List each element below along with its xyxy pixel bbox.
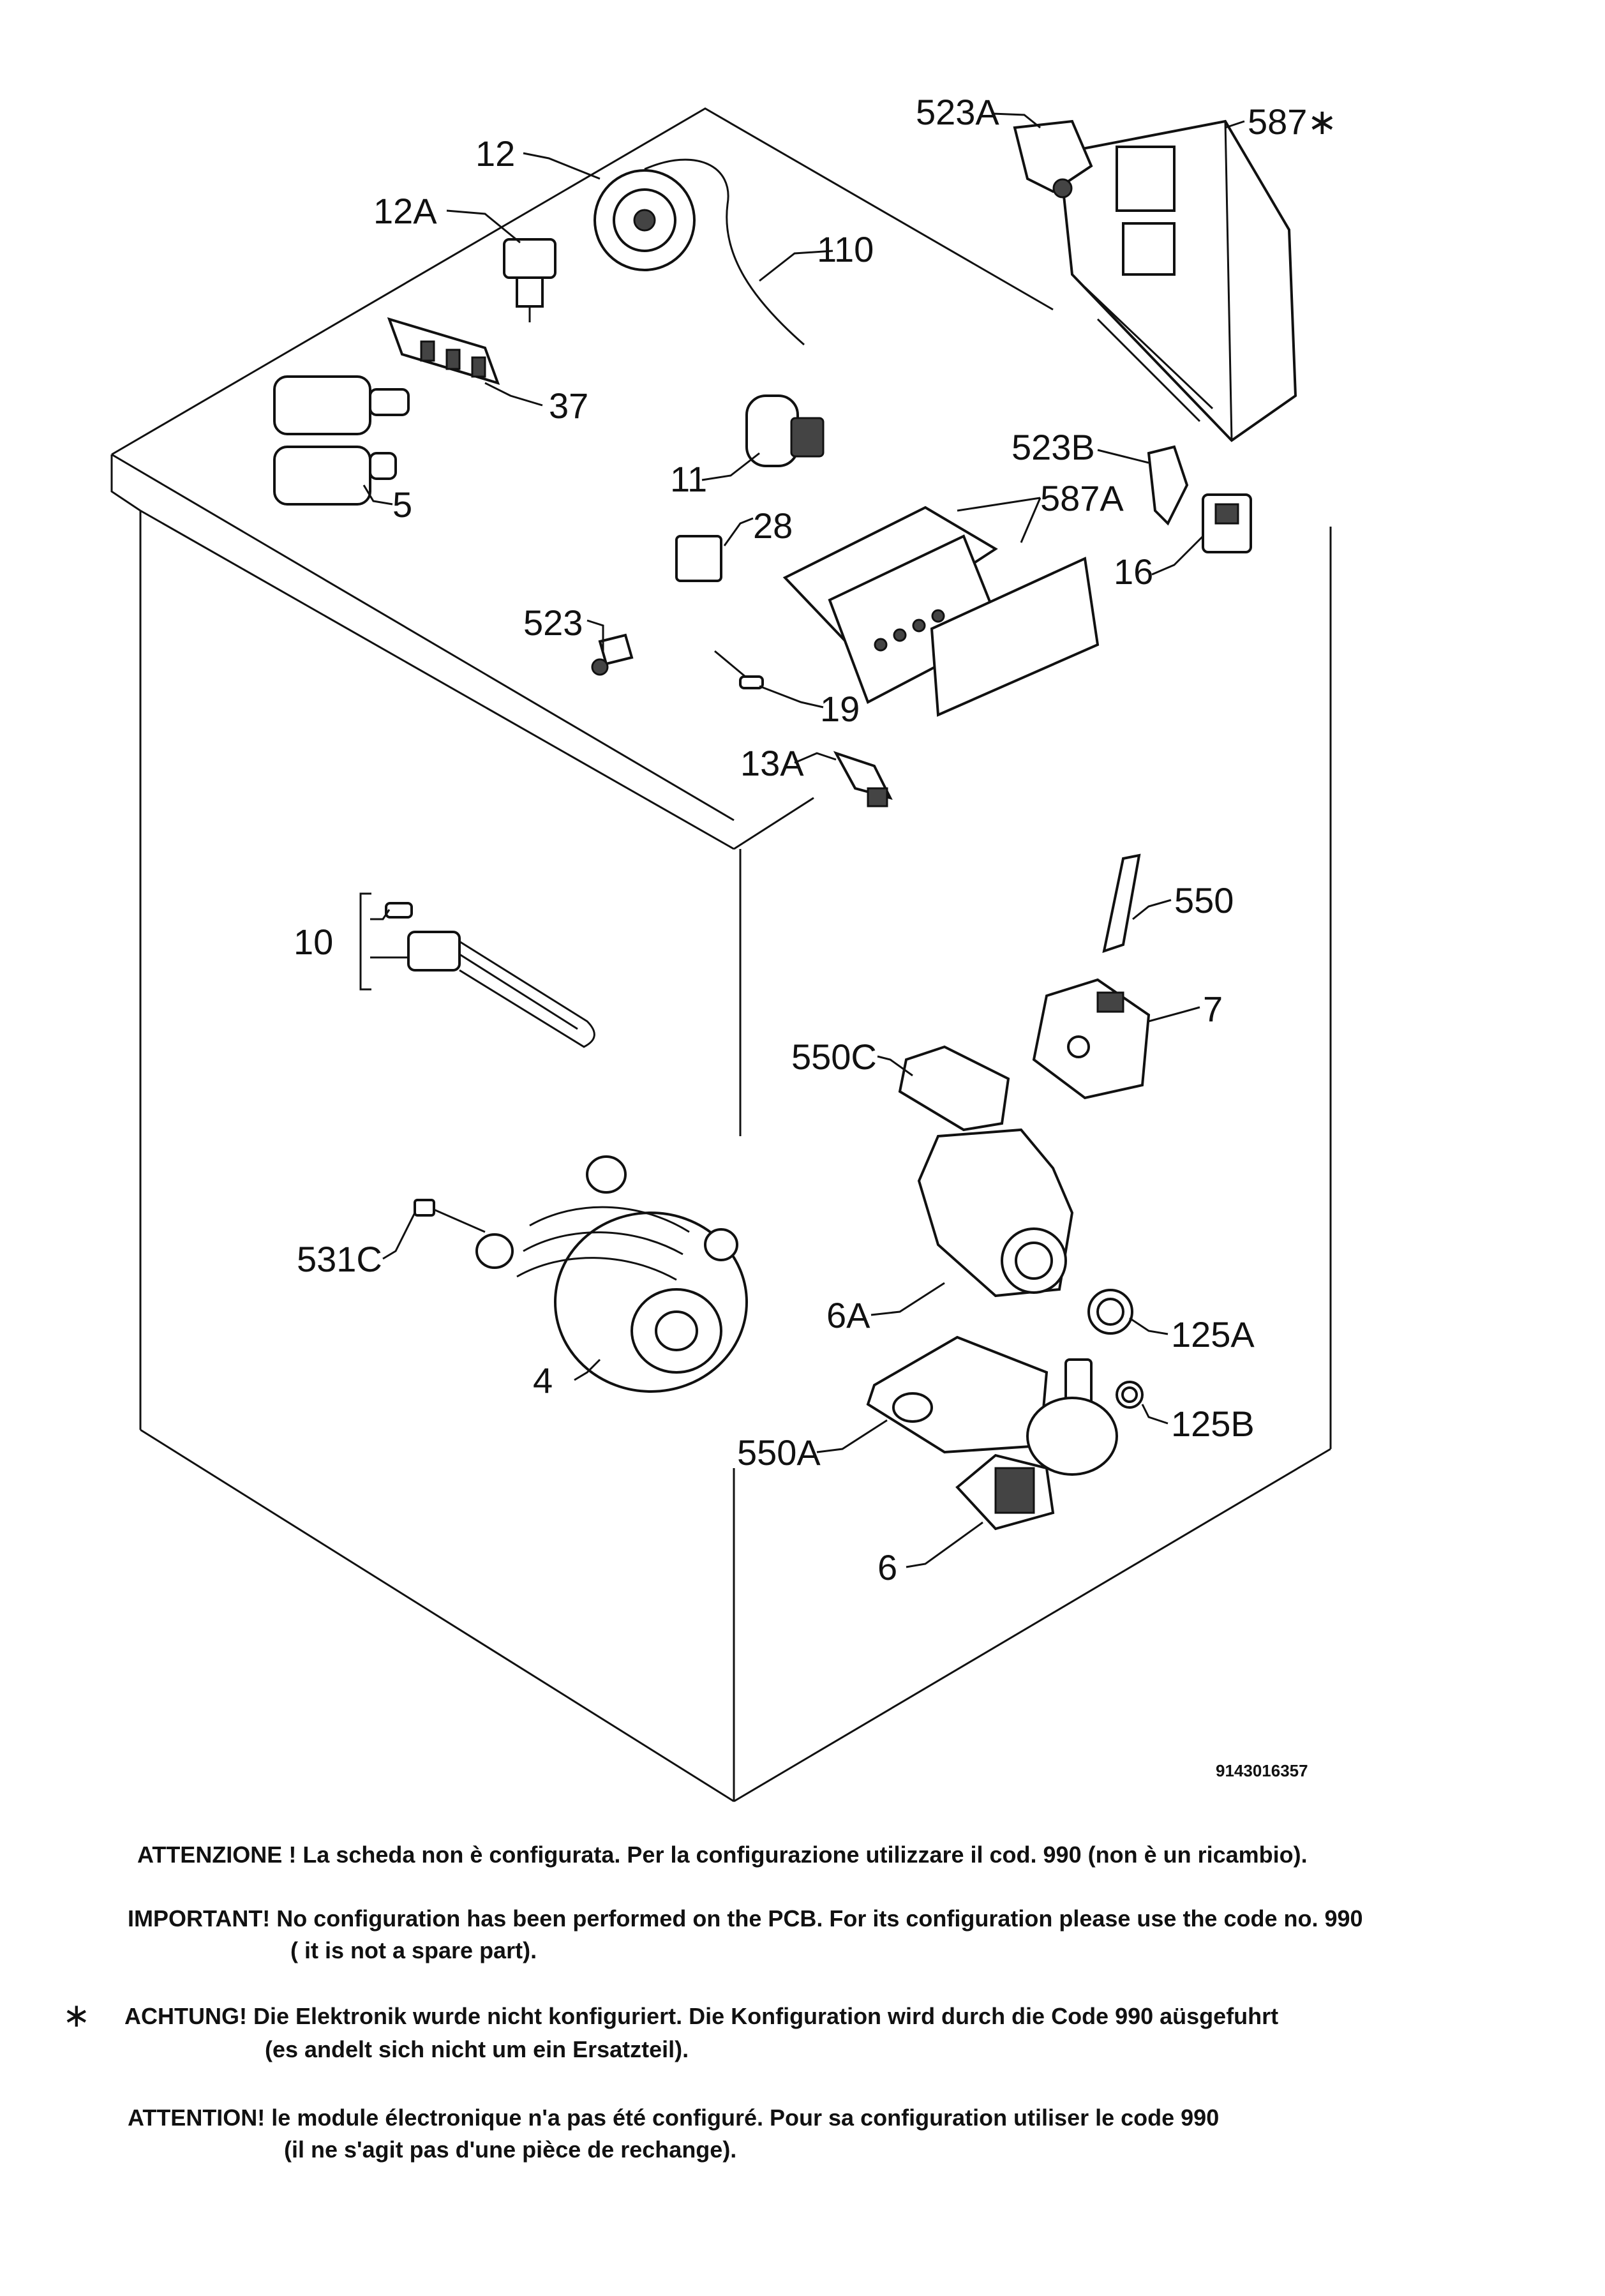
drawing-code: 9143016357 — [1216, 1761, 1308, 1780]
label-4: 4 — [533, 1360, 553, 1400]
note-french-line-2: (il ne s'agit pas d'une pièce de rechang… — [284, 2136, 737, 2163]
label-550: 550 — [1174, 880, 1234, 920]
label-16: 16 — [1114, 551, 1153, 592]
label-550c: 550C — [791, 1037, 877, 1077]
sensor-probe-part — [714, 650, 764, 689]
label-6a: 6A — [826, 1295, 870, 1335]
label-6: 6 — [877, 1547, 897, 1587]
label-523: 523 — [523, 603, 583, 643]
terminal-block-part — [833, 751, 893, 807]
screw-part — [414, 1199, 486, 1233]
leader-lines — [359, 112, 1245, 1568]
label-28: 28 — [753, 506, 793, 546]
label-125b: 125B — [1171, 1404, 1255, 1444]
label-12: 12 — [475, 133, 515, 174]
label-550a: 550A — [737, 1432, 821, 1473]
label-523a: 523A — [916, 92, 999, 132]
inlet-valve-part — [273, 375, 410, 506]
seal-ring-b-part — [1116, 1381, 1144, 1409]
control-panel-part — [782, 506, 1100, 717]
label-587: 587∗ — [1248, 101, 1337, 142]
clip-part — [591, 633, 634, 676]
label-110: 110 — [817, 229, 874, 269]
note-english-line-1: IMPORTANT! No configuration has been per… — [128, 1905, 1363, 1932]
seal-ring-a-part — [1087, 1289, 1133, 1335]
suspension-unit-part — [1032, 853, 1151, 1100]
filter-cover-part — [898, 1045, 1010, 1132]
bracket-part — [675, 535, 722, 582]
cabinet-outline — [110, 107, 1332, 1803]
label-37: 37 — [549, 386, 588, 426]
label-13a: 13A — [740, 743, 804, 783]
note-english-line-2: ( it is not a spare part). — [290, 1937, 537, 1963]
label-5: 5 — [392, 484, 412, 525]
asterisk-marker: ∗ — [63, 1997, 91, 2034]
note-german-line-1: ACHTUNG! Die Elektronik wurde nicht konf… — [124, 2003, 1279, 2029]
capacitor-part — [745, 394, 825, 467]
drain-pump-part — [955, 1358, 1118, 1531]
label-523b: 523B — [1012, 427, 1095, 467]
label-10: 10 — [294, 922, 333, 962]
switch-part — [1013, 119, 1093, 199]
connector-strip-part — [387, 317, 500, 386]
label-12a: 12A — [373, 191, 437, 231]
note-french-line-1: ATTENTION! le module électronique n'a pa… — [128, 2105, 1220, 2131]
label-19: 19 — [820, 689, 860, 729]
label-11: 11 — [670, 459, 707, 499]
label-7: 7 — [1203, 989, 1223, 1029]
heating-element-part — [385, 902, 595, 1048]
insulation-pad-part — [866, 1335, 1049, 1454]
note-italian: ATTENZIONE ! La scheda non è configurata… — [137, 1842, 1308, 1868]
label-587a: 587A — [1040, 478, 1124, 518]
pressure-sensor-part — [503, 238, 556, 322]
label-531c: 531C — [297, 1239, 382, 1279]
motor-part — [475, 1155, 748, 1393]
note-german-line-2: (es andelt sich nicht um ein Ersatzteil)… — [265, 2036, 689, 2062]
pump-housing-part — [917, 1128, 1074, 1298]
spring-clip-part — [1147, 445, 1189, 526]
pcb-module-part — [1057, 119, 1297, 442]
door-lock-part — [1202, 493, 1252, 553]
label-125a: 125A — [1171, 1314, 1255, 1354]
pressure-switch-part — [593, 158, 805, 346]
